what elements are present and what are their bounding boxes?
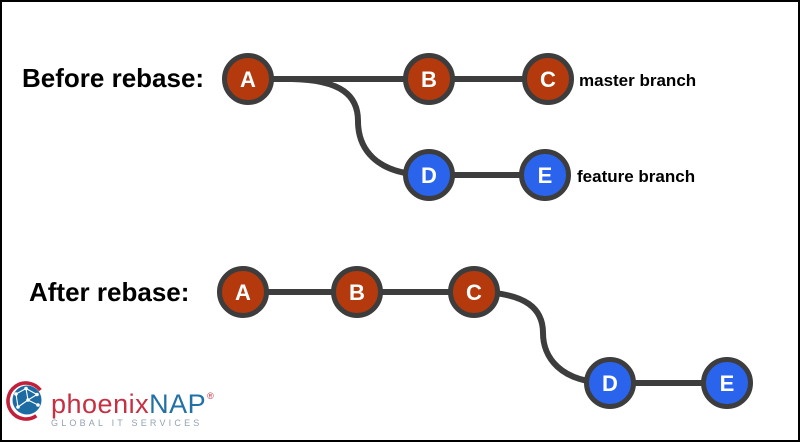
after-commit-node-d [584,357,636,409]
before-rebase-section: Before rebase: A B C D E master branch f… [22,53,696,201]
before-commit-letter-b: B [421,67,437,92]
before-commit-letter-d: D [421,163,437,188]
before-branch-curve [289,76,432,178]
logo-brand-nap: NAP [149,389,207,419]
after-commit-node-c [448,266,500,318]
before-commit-letter-a: A [240,67,256,92]
logo-trademark-icon: ® [207,391,215,401]
before-commit-node-c [522,53,574,105]
before-commit-node-a [222,53,274,105]
after-commit-node-e [701,357,753,409]
logo-tagline: GLOBAL IT SERVICES [51,418,203,428]
globe-network-nodes [14,386,40,409]
master-branch-label: master branch [579,71,696,90]
before-commit-node-d [403,149,455,201]
before-commit-node-b [403,53,455,105]
after-commit-letter-e: E [720,371,735,396]
phoenixnap-globe-icon [6,381,46,421]
before-commit-letter-c: C [540,67,556,92]
phoenixnap-logo: phoenixNAP® GLOBAL IT SERVICES [5,380,214,428]
feature-branch-label: feature branch [577,167,695,186]
before-rebase-label: Before rebase: [22,63,204,93]
logo-brand-phoenix: phoenix [51,389,150,419]
logo-text-block: phoenixNAP® GLOBAL IT SERVICES [51,380,215,429]
after-commit-node-b [331,266,383,318]
after-commit-node-a [217,266,269,318]
after-commit-letter-b: B [349,280,365,305]
after-commit-letter-c: C [466,280,482,305]
after-rebase-curve [471,289,613,386]
after-commit-letter-a: A [235,280,251,305]
after-rebase-section: After rebase: A B C D E [29,266,753,409]
logo-brand: phoenixNAP® [51,383,215,419]
after-rebase-label: After rebase: [29,277,189,307]
before-commit-node-e [519,149,571,201]
before-commit-letter-e: E [538,163,553,188]
globe-swoosh [6,381,46,421]
after-commit-letter-d: D [602,371,618,396]
